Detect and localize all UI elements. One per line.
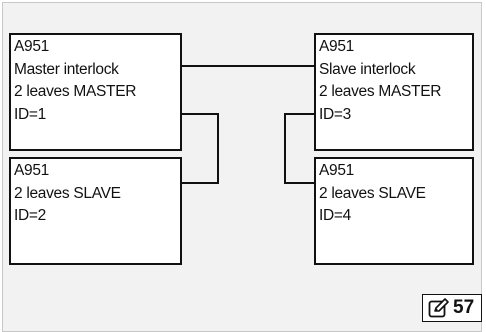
connection-wires	[181, 65, 315, 184]
wire-master1-to-slave2	[181, 113, 219, 184]
device-box-id2: A951 2 leaves SLAVE ID=2	[9, 157, 182, 265]
device-label-line: ID=2	[14, 207, 46, 224]
page-number: 57	[453, 297, 475, 318]
device-label-line: Slave interlock	[319, 60, 416, 78]
device-label-line: 2 leaves SLAVE	[319, 184, 426, 202]
device-box-id1: A951 Master interlock 2 leaves MASTER ID…	[9, 33, 182, 151]
device-label-line: A951	[14, 162, 49, 179]
device-label-line: 2 leaves MASTER	[14, 83, 137, 100]
device-box-id3: A951 Slave interlock 2 leaves MASTER ID=…	[314, 33, 474, 151]
device-label-line: 2 leaves SLAVE	[14, 184, 121, 202]
device-box-id4: A951 2 leaves SLAVE ID=4	[314, 157, 474, 265]
device-label-line: ID=4	[319, 207, 351, 224]
device-label-line: Master interlock	[14, 60, 119, 78]
device-label-line: 2 leaves MASTER	[319, 83, 442, 100]
pencil-note-icon	[428, 298, 449, 318]
device-label-line: ID=1	[14, 105, 46, 123]
device-label-line: A951	[319, 38, 354, 55]
device-label-line: ID=3	[319, 105, 351, 123]
wire-slave-interlock-to-slave4	[284, 113, 315, 184]
device-label-line: A951	[14, 38, 49, 55]
page-number-badge: 57	[422, 294, 482, 322]
device-label-line: A951	[319, 162, 354, 179]
